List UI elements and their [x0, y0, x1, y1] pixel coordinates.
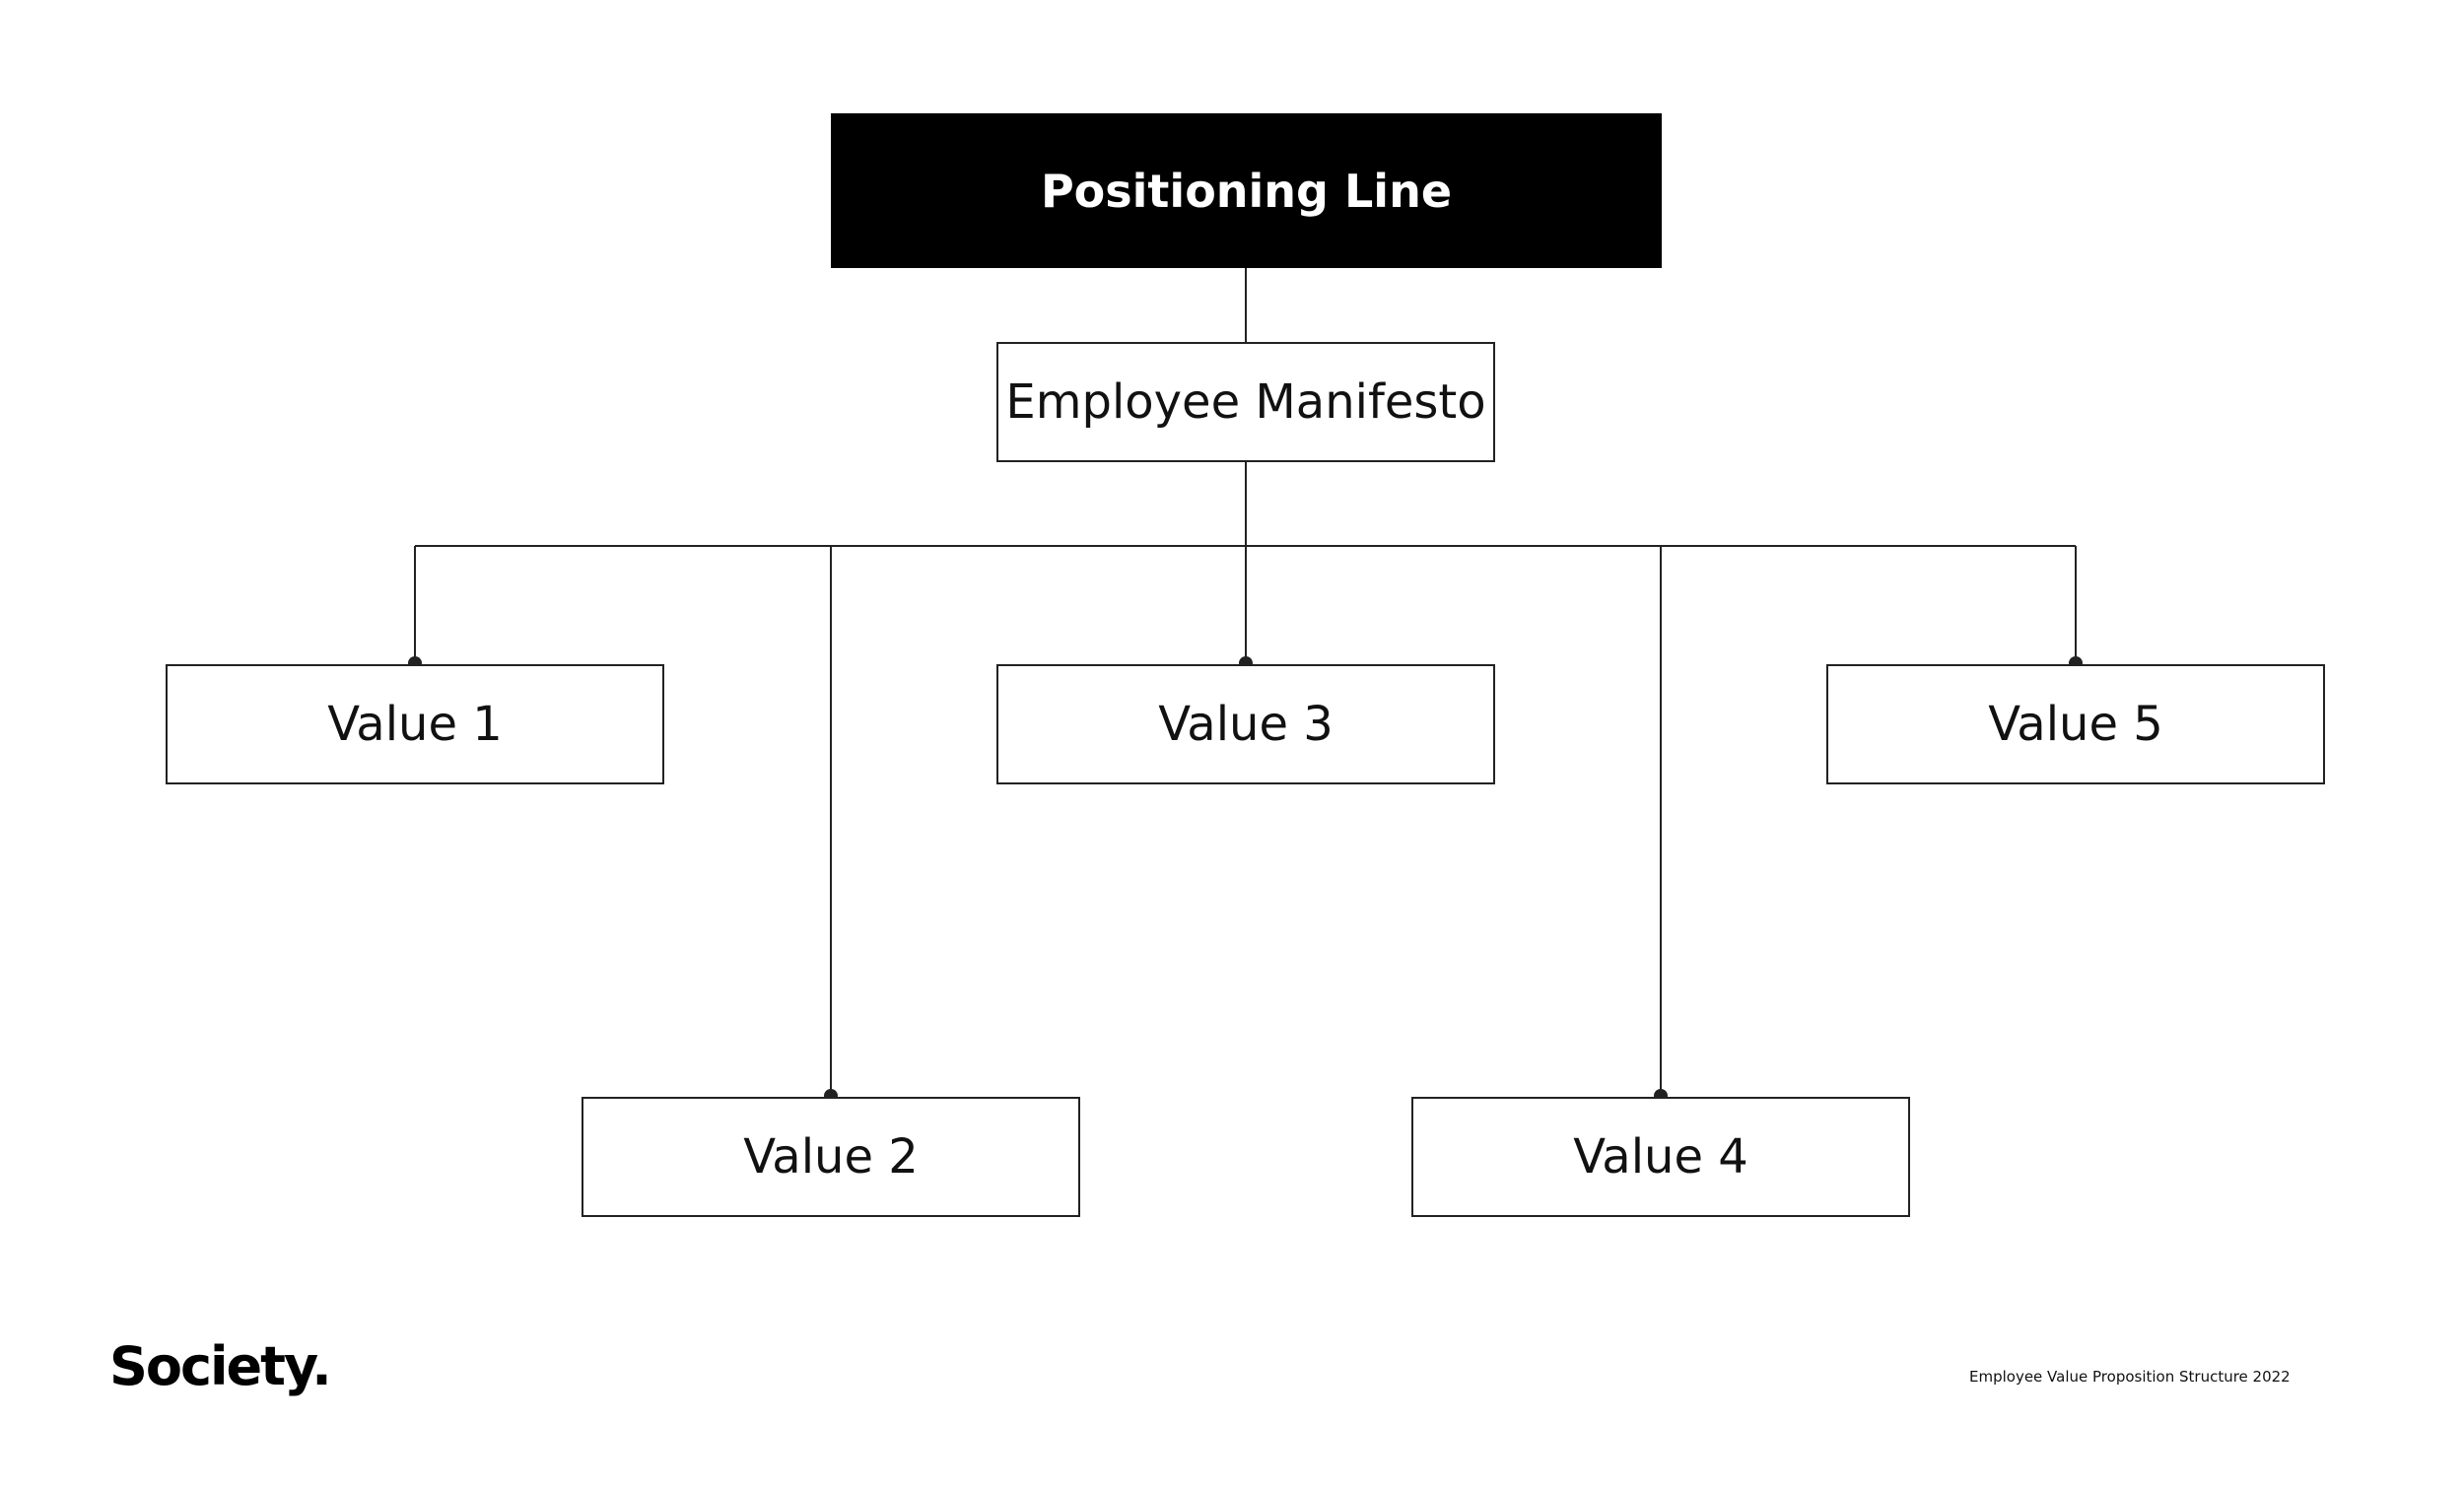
value-5-node: Value 5 — [1826, 664, 2325, 784]
footer-caption: Employee Value Proposition Structure 202… — [1969, 1368, 2291, 1386]
value-1-label: Value 1 — [327, 697, 503, 752]
value-4-label: Value 4 — [1573, 1129, 1748, 1185]
value-5-label: Value 5 — [1988, 697, 2163, 752]
employee-manifesto-node: Employee Manifesto — [996, 342, 1495, 462]
positioning-line-label: Positioning Line — [1040, 164, 1453, 218]
value-2-label: Value 2 — [743, 1129, 919, 1185]
employee-manifesto-label: Employee Manifesto — [1005, 374, 1486, 430]
value-2-node: Value 2 — [582, 1097, 1080, 1217]
positioning-line-node: Positioning Line — [831, 113, 1662, 268]
value-1-node: Value 1 — [166, 664, 664, 784]
value-4-node: Value 4 — [1411, 1097, 1910, 1217]
value-3-label: Value 3 — [1158, 697, 1334, 752]
value-3-node: Value 3 — [996, 664, 1495, 784]
society-logo: Society. — [109, 1335, 332, 1397]
